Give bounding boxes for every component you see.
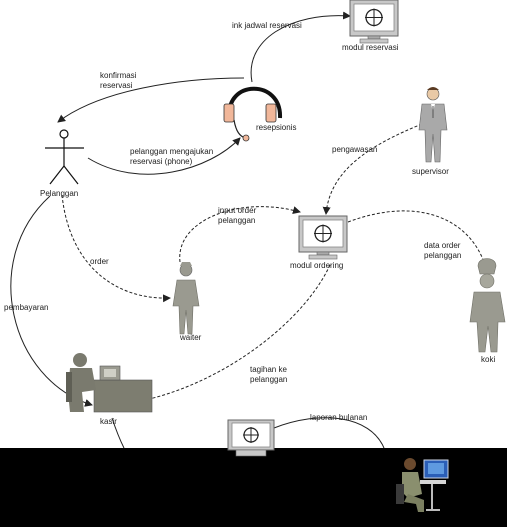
label-resepsionis: resepsionis: [256, 123, 296, 132]
edge-label-pembayaran: pembayaran: [4, 303, 48, 312]
label-waiter: waiter: [179, 333, 202, 342]
supervisor-icon: [418, 87, 448, 163]
edge-input-order: [179, 206, 301, 263]
actor-icon-pelanggan: [45, 129, 84, 185]
manager-at-computer-icon: [396, 458, 449, 512]
edge-label-order: order: [90, 257, 109, 266]
monitor-icon-laporan: [227, 419, 275, 457]
edge-label-konfirmasi-1: konfirmasi: [100, 71, 137, 80]
edge-label-input-reservasi: ink jadwal reservasi: [232, 21, 302, 30]
edge-konfirmasi: [57, 77, 245, 123]
edge-label-tagihan-2: pelanggan: [250, 375, 287, 384]
edge-label-tagihan-1: tagihan ke: [250, 365, 287, 374]
edge-laporan: [273, 417, 385, 449]
label-supervisor: supervisor: [412, 167, 449, 176]
label-modul-ordering: modul ordering: [290, 261, 343, 270]
edge-label-konfirmasi-2: reservasi: [100, 81, 133, 90]
edge-label-laporan: laporan bulanan: [310, 413, 367, 422]
headset-icon: [223, 86, 283, 142]
footer-band: [0, 448, 507, 527]
edge-input-reservasi: [250, 11, 351, 83]
label-kasir: kasir: [100, 417, 117, 426]
waiter-icon: [172, 262, 200, 335]
edge-label-pengawasan: pengawasan: [332, 145, 377, 154]
edge-order: [61, 194, 171, 303]
edge-label-data-order-2: pelanggan: [424, 251, 461, 260]
edge-label-data-order-1: data order: [424, 241, 461, 250]
monitor-icon-ordering: [298, 215, 348, 260]
edge-label-mengajukan-2: reservasi (phone): [130, 157, 193, 166]
edge-label-mengajukan-1: pelanggan mengajukan: [130, 147, 213, 156]
edge-kasir-down: [111, 417, 125, 449]
monitor-icon-reservasi: [349, 0, 399, 44]
cashier-icon: [66, 353, 153, 413]
label-pelanggan: Pelanggan: [40, 189, 78, 198]
edge-mengajukan: [87, 137, 241, 175]
edge-data-order: [347, 210, 488, 269]
edge-pembayaran: [10, 195, 93, 407]
edge-label-input-order-2: pelanggan: [218, 216, 255, 225]
edge-label-input-order-1: input order: [218, 206, 257, 215]
label-koki: koki: [481, 355, 495, 364]
edge-pengawasan: [322, 123, 423, 215]
chef-icon: [469, 258, 506, 353]
label-modul-reservasi: modul reservasi: [342, 43, 399, 52]
